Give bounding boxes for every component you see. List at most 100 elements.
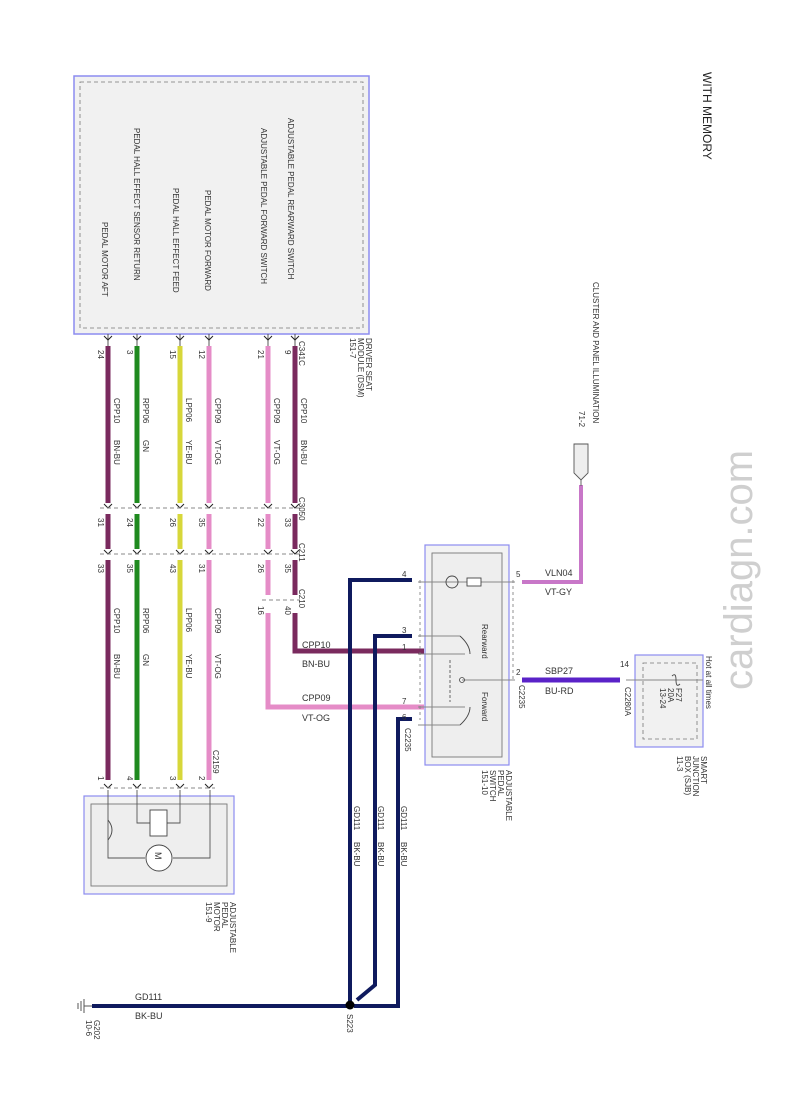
connector-pin-icon — [103, 549, 113, 555]
c211-label: C211 — [297, 543, 306, 562]
cluster-illumination-connector: CLUSTER AND PANEL ILLUMINATION 71-2 — [573, 282, 600, 486]
pin-number: 3 — [168, 776, 177, 781]
diagram-title: WITH MEMORY — [700, 72, 714, 160]
watermark: cardiagn.com — [717, 450, 761, 690]
connector-pin-icon — [103, 335, 113, 341]
svg-text:4: 4 — [402, 570, 407, 579]
pin-number: 2 — [197, 776, 206, 781]
wire-circuit-label: CPP10 — [299, 398, 308, 424]
dsm-pin-label-motor-aft: PEDAL MOTOR AFT — [100, 222, 109, 297]
svg-text:MODULE (DSM): MODULE (DSM) — [356, 338, 365, 398]
connector-pin-icon — [132, 783, 142, 789]
pin-number: 33 — [283, 518, 292, 527]
dsm-pin-label-motor-forward: PEDAL MOTOR FORWARD — [203, 190, 212, 291]
svg-text:C2235: C2235 — [517, 685, 526, 709]
switch-branch-wires: CPP10 BN-BU CPP09 VT-OG — [265, 613, 424, 723]
connector-pin-icon — [290, 503, 300, 509]
c210-label: C210 — [297, 589, 306, 609]
ground-wire-labels: GD111 BK-BU GD111 BK-BU GD111 BK-BU GD11… — [135, 806, 408, 1021]
svg-text:151-7: 151-7 — [348, 338, 357, 359]
harness-wires: 9333540CPP10BN-BU21222616CPP09VT-OG12353… — [96, 334, 308, 789]
pin-number: 12 — [197, 350, 206, 359]
fuse-rating: 20A — [666, 688, 675, 703]
connector-pin-icon — [175, 503, 185, 509]
pin-number: 1 — [96, 776, 105, 781]
svg-text:151-9: 151-9 — [204, 902, 213, 923]
wire-color-label: VT-OG — [272, 440, 281, 465]
wire-color-label: BN-BU — [112, 654, 121, 679]
svg-text:JUNCTION: JUNCTION — [691, 756, 700, 797]
wire-color-label: BN-BU — [112, 440, 121, 465]
pin-number: 24 — [96, 350, 105, 359]
wire-circuit-label: CPP09 — [272, 398, 281, 424]
connector-pin-icon — [290, 549, 300, 555]
wire-circuit-label: CPP10 — [112, 398, 121, 424]
dsm-pin-label-forward-switch: ADJUSTABLE PEDAL FORWARD SWITCH — [259, 128, 268, 284]
ground-wires — [92, 578, 412, 1008]
dsm-pin-label-hall-feed: PEDAL HALL EFFECT FEED — [171, 188, 180, 293]
wire-color-label: VT-OG — [213, 654, 222, 679]
svg-text:BU-RD: BU-RD — [545, 686, 574, 696]
wire-circuit-label: CPP10 — [112, 608, 121, 634]
svg-text:ADJUSTABLE: ADJUSTABLE — [228, 902, 237, 953]
c341c-label: C341C — [297, 341, 306, 366]
connector-pin-icon — [132, 549, 142, 555]
fuse-name: F27 — [674, 688, 683, 702]
svg-text:151-10: 151-10 — [480, 770, 489, 795]
svg-text:PEDAL: PEDAL — [496, 770, 505, 797]
pin-number: 35 — [197, 518, 206, 527]
driver-seat-module: ADJUSTABLE PEDAL REARWARD SWITCH ADJUSTA… — [73, 75, 370, 335]
svg-text:PEDAL: PEDAL — [220, 902, 229, 929]
svg-text:GD111: GD111 — [376, 806, 385, 831]
connector-pin-icon — [175, 783, 185, 789]
svg-text:BK-BU: BK-BU — [376, 842, 385, 867]
svg-text:6: 6 — [402, 713, 407, 722]
pin-number: 3 — [125, 350, 134, 355]
svg-text:DRIVER SEAT: DRIVER SEAT — [364, 338, 373, 391]
connector-pin-icon — [175, 549, 185, 555]
sjb-pin: 14 — [620, 660, 629, 669]
connector-pin-icon — [290, 335, 300, 341]
wire-color-label: YE-BU — [184, 654, 193, 679]
connector-pin-icon — [204, 503, 214, 509]
dsm-pin-label-rearward: ADJUSTABLE PEDAL REARWARD SWITCH — [286, 118, 295, 280]
svg-text:BK-BU: BK-BU — [352, 842, 361, 867]
svg-text:GD111: GD111 — [352, 806, 361, 831]
wire-circuit-label: LPP06 — [184, 398, 193, 423]
pin-number: 16 — [256, 606, 265, 615]
svg-text:5: 5 — [516, 570, 521, 579]
svg-text:BK-BU: BK-BU — [399, 842, 408, 867]
svg-text:VT-GY: VT-GY — [545, 587, 572, 597]
resistor-icon — [466, 577, 482, 587]
svg-text:MOTOR: MOTOR — [212, 902, 221, 932]
vln04-wire: VLN04 VT-GY — [522, 485, 583, 597]
svg-text:11-3: 11-3 — [675, 756, 684, 772]
svg-text:7: 7 — [402, 697, 407, 706]
pin-number: 33 — [96, 564, 105, 573]
pedal-motor-name: ADJUSTABLE PEDAL MOTOR 151-9 — [204, 902, 237, 953]
wire-color-label: BN-BU — [299, 440, 308, 465]
pin-number: 4 — [125, 776, 134, 781]
cpp10-switch-color: BN-BU — [302, 659, 330, 669]
pin-number: 40 — [283, 606, 292, 615]
splice-label: S223 — [345, 1014, 354, 1033]
cluster-ref: 71-2 — [577, 411, 586, 428]
thermal-breaker-icon — [107, 819, 113, 841]
connector-pin-icon — [263, 503, 273, 509]
connector-pin-icon — [263, 549, 273, 555]
smart-junction-box: Hot at all times F27 20A 13-24 14 C2280A — [620, 654, 713, 748]
connector-pin-icon — [204, 549, 214, 555]
connector-pin-icon — [204, 335, 214, 341]
c2159-label: C2159 — [211, 750, 220, 774]
c3050-label: C3050 — [297, 497, 306, 521]
pin-number: 15 — [168, 350, 177, 359]
adjustable-pedal-motor: M — [83, 790, 235, 895]
svg-text:SWITCH: SWITCH — [488, 770, 497, 802]
svg-text:VLN04: VLN04 — [545, 568, 573, 578]
sbp27-wire: SBP27 BU-RD — [522, 666, 620, 696]
hall-sensor-icon — [149, 809, 168, 837]
pin-number: 21 — [256, 350, 265, 359]
splice-s223-dot — [345, 1000, 355, 1010]
pin-number: 31 — [197, 564, 206, 573]
